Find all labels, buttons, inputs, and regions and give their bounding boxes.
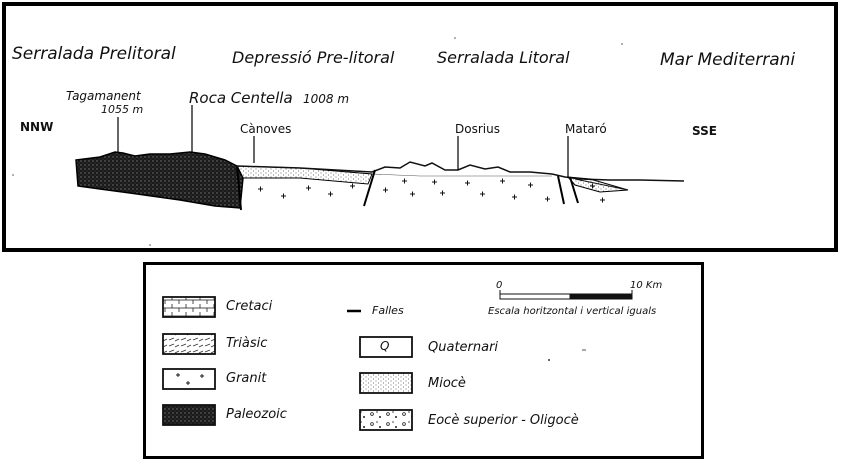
legend-label-paleozoic: Paleozoic xyxy=(226,407,287,422)
stray-mark xyxy=(621,43,623,45)
region-serralada-prelitoral: Serralada Prelitoral xyxy=(12,44,176,64)
fault-line xyxy=(363,169,376,207)
peak-roca-centella-height: 1008 m xyxy=(303,92,350,106)
place-mataro: Mataró xyxy=(565,122,607,136)
scale-caption: Escala horitzontal i vertical iguals xyxy=(488,306,657,317)
region-mar-mediterrani: Mar Mediterrani xyxy=(660,50,796,70)
legend-label-eoce: Eocè superior - Oligocè xyxy=(428,413,579,428)
paleozoic-edge xyxy=(236,165,242,211)
legend-swatch-paleozoic xyxy=(162,404,216,426)
legend-label-quaternari: Quaternari xyxy=(428,340,499,355)
granite-crosses xyxy=(258,178,605,203)
legend-label-granit: Granit xyxy=(226,371,267,386)
peak-tagamanent-name: Tagamanent xyxy=(66,89,141,103)
legend-label-falles: Falles xyxy=(372,304,404,317)
fault-line xyxy=(557,175,565,205)
cross-section-frame xyxy=(2,2,838,252)
place-dosrius: Dosrius xyxy=(455,122,500,136)
legend-label-triasic: Triàsic xyxy=(226,336,268,351)
scale-label-end: 10 Km xyxy=(630,280,663,291)
scale-bar-black xyxy=(569,293,633,300)
legend-frame xyxy=(143,262,704,459)
legend-swatch-eoce xyxy=(359,409,413,431)
region-depressio-prelitoral: Depressió Pre-litoral xyxy=(232,48,395,67)
region-serralada-litoral: Serralada Litoral xyxy=(437,48,570,67)
stray-mark xyxy=(548,359,550,361)
peak-tagamanent-height: 1055 m xyxy=(101,103,144,116)
legend-swatch-quaternari xyxy=(359,336,413,358)
legend-swatch-cretaci xyxy=(162,296,216,318)
scale-label-start: 0 xyxy=(496,280,503,291)
paleozoic-massif xyxy=(75,151,244,209)
legend-swatch-mioce xyxy=(359,372,413,394)
legend-swatch-triasic xyxy=(162,333,216,355)
legend-symbol-quaternari: Q xyxy=(380,339,390,353)
direction-sse: SSE xyxy=(692,124,717,138)
peak-roca-centella-name: Roca Centella xyxy=(189,89,293,107)
place-canoves: Cànoves xyxy=(240,122,292,136)
legend-label-cretaci: Cretaci xyxy=(226,299,273,314)
legend-swatch-granit xyxy=(162,368,216,390)
stray-mark xyxy=(149,244,151,246)
legend-label-mioce: Miocè xyxy=(428,376,466,391)
coastal-line xyxy=(574,178,629,191)
scale-bar-white xyxy=(499,293,571,300)
legend-granit-crosses xyxy=(176,373,204,385)
granite-base-line xyxy=(371,173,552,177)
stray-mark xyxy=(12,174,14,176)
fault-line xyxy=(569,176,579,204)
stray-mark xyxy=(454,37,456,39)
direction-nnw: NNW xyxy=(20,120,54,134)
